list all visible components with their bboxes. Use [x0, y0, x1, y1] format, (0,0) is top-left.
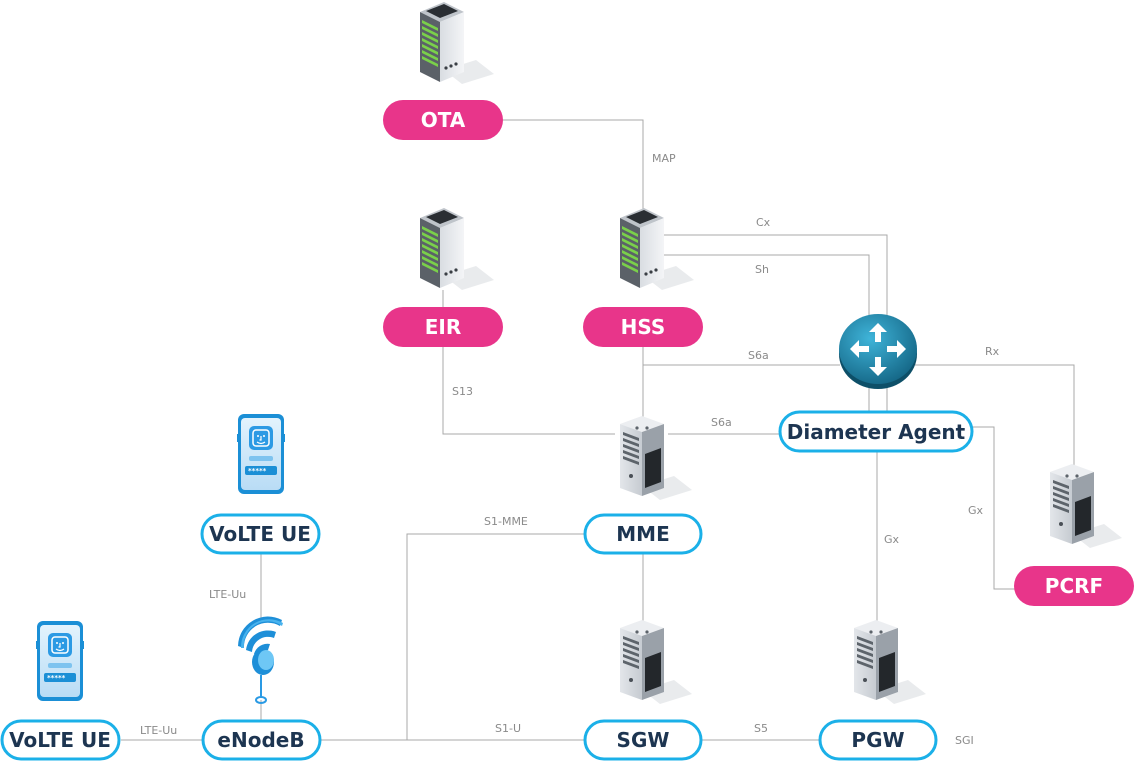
node-mme[interactable]: MME: [583, 513, 703, 555]
eir-server-icon: [420, 208, 494, 290]
link-s13: [442, 290, 615, 435]
label-lte-uu-horizontal: LTE-Uu: [140, 724, 177, 737]
link-rx: [915, 364, 1075, 470]
hss-server-icon: [620, 208, 694, 290]
link-s1-mme: [406, 533, 585, 740]
label-gx-right: Gx: [968, 504, 984, 517]
enodeb-antenna-icon: [237, 615, 284, 704]
node-pcrf-label: PCRF: [1045, 574, 1103, 598]
sgw-server-icon: [620, 620, 692, 704]
node-sgw[interactable]: SGW: [583, 719, 703, 761]
node-sgw-label: SGW: [617, 728, 670, 752]
node-hss-label: HSS: [621, 315, 666, 339]
node-mme-label: MME: [616, 522, 669, 546]
node-hss[interactable]: HSS: [583, 307, 703, 347]
link-router-agent: [868, 388, 888, 412]
node-volte-ue-left-label: VoLTE UE: [9, 728, 111, 752]
volte-ue-left-phone-icon: [35, 620, 85, 702]
ota-server-icon: [420, 2, 494, 84]
link-sh: [660, 254, 870, 316]
label-map: MAP: [652, 152, 676, 165]
icons: [35, 2, 1122, 704]
node-diameter-agent[interactable]: Diameter Agent: [778, 410, 974, 453]
label-sh: Sh: [755, 263, 769, 276]
label-sgi: SGI: [955, 734, 974, 747]
label-s5: S5: [754, 722, 768, 735]
node-eir-label: EIR: [425, 315, 462, 339]
node-ota[interactable]: OTA: [383, 100, 503, 140]
label-s13: S13: [452, 385, 473, 398]
node-volte-ue-top[interactable]: VoLTE UE: [200, 513, 321, 555]
node-pgw[interactable]: PGW: [818, 719, 938, 761]
label-gx-mid: Gx: [884, 533, 900, 546]
pgw-server-icon: [854, 620, 926, 704]
label-s6a-top: S6a: [748, 349, 769, 362]
label-s1-mme: S1-MME: [484, 515, 528, 528]
pcrf-server-icon: [1050, 464, 1122, 548]
node-enodeb-label: eNodeB: [217, 728, 304, 752]
link-map: [503, 119, 644, 210]
label-rx: Rx: [985, 345, 1000, 358]
mme-server-icon: [620, 416, 692, 500]
node-enodeb[interactable]: eNodeB: [201, 719, 322, 761]
node-eir[interactable]: EIR: [383, 307, 503, 347]
node-pcrf[interactable]: PCRF: [1014, 566, 1134, 606]
node-ota-label: OTA: [421, 108, 466, 132]
volte-ue-top-phone-icon: [236, 413, 286, 495]
node-diameter-agent-label: Diameter Agent: [787, 420, 966, 444]
link-labels: MAP Cx Sh S6a Rx S13 S6a Gx S1-MME Gx LT…: [140, 152, 1000, 747]
node-volte-ue-top-label: VoLTE UE: [209, 522, 311, 546]
node-volte-ue-left[interactable]: VoLTE UE: [0, 719, 121, 761]
link-cx: [660, 234, 888, 316]
label-lte-uu-vertical: LTE-Uu: [209, 588, 246, 601]
label-cx: Cx: [756, 216, 771, 229]
links: [121, 119, 1075, 741]
label-s1-u: S1-U: [495, 722, 521, 735]
link-gx-right: [972, 426, 1016, 590]
label-s6a-bottom: S6a: [711, 416, 732, 429]
router-icon: [839, 314, 917, 389]
node-pgw-label: PGW: [851, 728, 904, 752]
